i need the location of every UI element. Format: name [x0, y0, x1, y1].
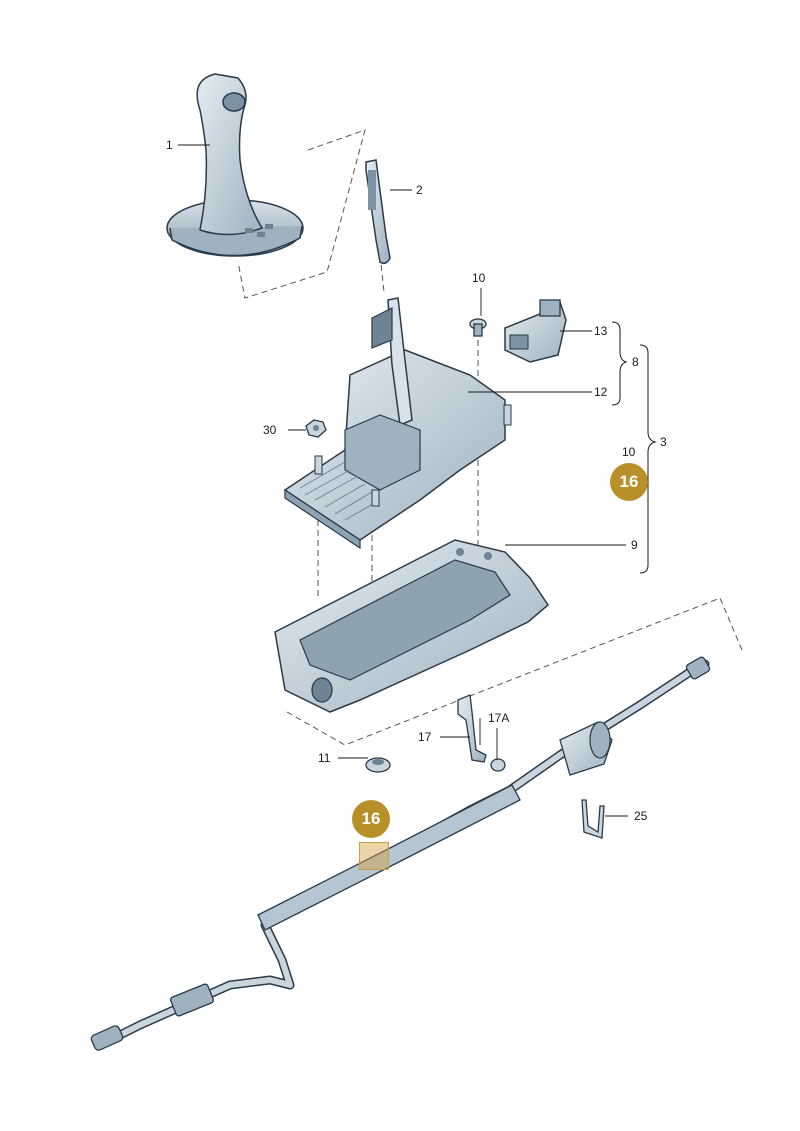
cable-highlight-box[interactable] — [359, 842, 389, 870]
part-label-10-top: 10 — [472, 271, 486, 285]
gear-knob-part — [166, 73, 304, 257]
part-label-9: 9 — [631, 538, 638, 552]
callout-16-cable[interactable]: 16 — [352, 800, 390, 838]
part-label-3: 3 — [660, 435, 667, 449]
part-label-8: 8 — [632, 355, 639, 369]
part-label-11: 11 — [318, 751, 331, 765]
connector-part-13 — [504, 299, 567, 363]
housing-tray-part-9 — [274, 539, 549, 713]
bracket-part-17 — [457, 694, 487, 763]
callout-16-right[interactable]: 16 — [610, 463, 648, 501]
part-label-12: 12 — [594, 385, 608, 399]
part-label-30: 30 — [263, 423, 277, 437]
part-label-17a: 17A — [488, 711, 510, 725]
selector-cable-part-16 — [90, 656, 711, 1051]
part-label-10-right: 10 — [622, 445, 636, 459]
clip-part-17a — [490, 758, 506, 772]
shift-mechanism-housing — [283, 297, 512, 550]
part-label-17: 17 — [418, 730, 432, 744]
group-brackets — [611, 321, 657, 574]
part-label-2: 2 — [416, 183, 423, 197]
part-label-25: 25 — [634, 809, 648, 823]
shift-lock-rod-part — [365, 159, 391, 265]
part-label-1: 1 — [166, 138, 173, 152]
leader-lines — [178, 144, 628, 817]
part-label-13: 13 — [594, 324, 608, 338]
nut-part-30 — [305, 419, 327, 438]
grommet-part-11 — [365, 757, 391, 773]
cap-part-10 — [469, 318, 487, 337]
clip-part-25 — [581, 799, 605, 839]
